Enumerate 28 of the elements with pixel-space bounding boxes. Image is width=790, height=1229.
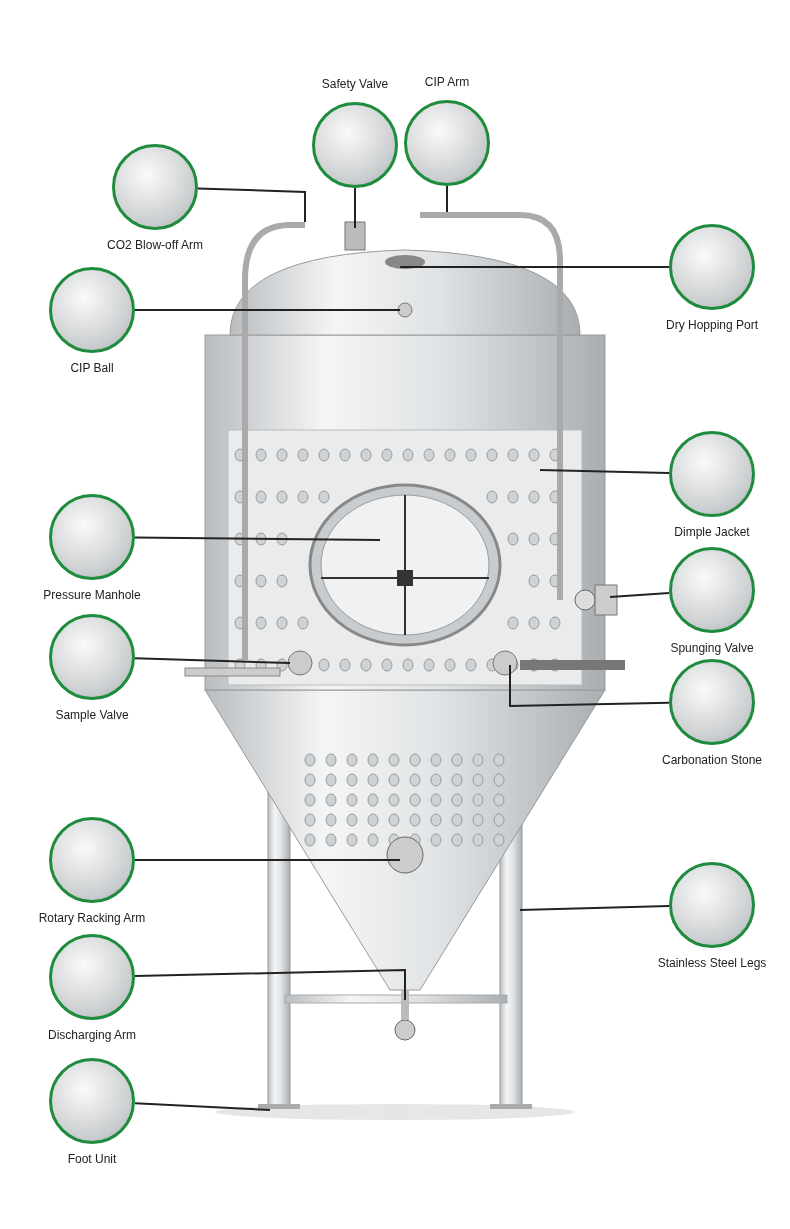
leader-line: [609, 591, 671, 598]
leader-line: [133, 1102, 271, 1111]
callout-label: CIP Arm: [424, 74, 470, 89]
callout-label: Carbonation Stone: [661, 753, 763, 767]
leader-line: [134, 968, 406, 1001]
callout-label: Pressure Manhole: [43, 588, 141, 602]
leader-line: [399, 266, 670, 268]
leader-line: [197, 187, 306, 223]
callout-label: Rotary Racking Arm: [38, 911, 146, 925]
callout-label: CIP Ball: [70, 361, 114, 375]
callout-label: Sample Valve: [55, 708, 129, 722]
leader-line: [446, 185, 448, 213]
leader-line: [519, 905, 670, 911]
callout-label: Spunging Valve: [670, 641, 754, 655]
leader-line: [354, 187, 356, 229]
leader-line: [134, 657, 291, 664]
leader-line: [539, 469, 670, 474]
callout-label: Safety Valve: [321, 76, 389, 91]
callout-label: Discharging Arm: [48, 1028, 136, 1042]
leader-line: [134, 859, 401, 861]
callout-label: CO2 Blow-off Arm: [107, 238, 203, 252]
callout-label: Dimple Jacket: [674, 525, 750, 539]
callout-label: Stainless Steel Legs: [657, 956, 767, 970]
callout-label: Dry Hopping Port: [666, 318, 758, 332]
leader-line: [134, 536, 381, 541]
leader-line: [134, 309, 401, 311]
leader-line: [509, 664, 670, 708]
callout-label: Foot Unit: [67, 1152, 117, 1166]
